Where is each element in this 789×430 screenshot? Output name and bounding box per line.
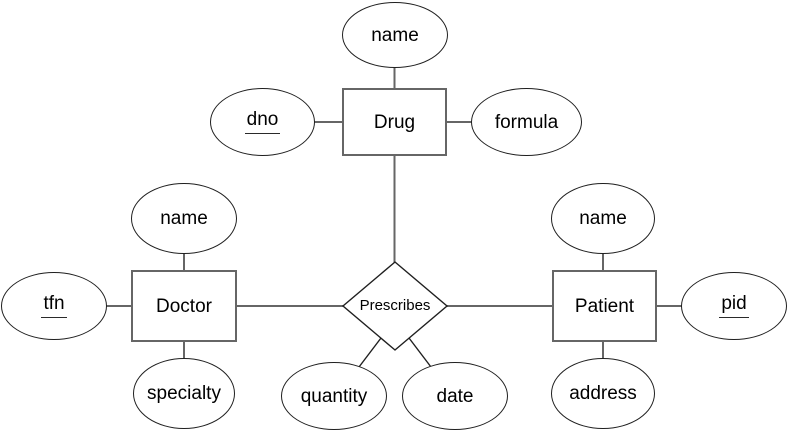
attribute-label: quantity bbox=[300, 385, 368, 407]
attribute-label: address bbox=[569, 383, 637, 404]
attribute-ellipse-patient-name: name bbox=[551, 183, 655, 254]
entity-label: Drug bbox=[373, 111, 416, 133]
key-attribute-label: pid bbox=[719, 294, 749, 318]
attribute-label: name bbox=[160, 208, 208, 229]
relationship-prescribes-label: Prescribes bbox=[359, 297, 431, 314]
attribute-ellipse-formula: formula bbox=[471, 88, 582, 156]
attribute-label: date bbox=[436, 385, 474, 407]
attribute-ellipse-dno: dno bbox=[210, 88, 315, 156]
line-prescribes-quantity bbox=[358, 337, 382, 368]
key-attribute-label: dno bbox=[244, 110, 281, 134]
entity-label: Doctor bbox=[156, 295, 212, 317]
attribute-ellipse-specialty: specialty bbox=[133, 358, 235, 429]
attribute-ellipse-drug-name: name bbox=[342, 2, 448, 68]
attribute-label: name bbox=[371, 24, 419, 46]
attribute-ellipse-pid: pid bbox=[681, 272, 787, 340]
attribute-label: specialty bbox=[147, 383, 221, 404]
entity-label: Patient bbox=[574, 295, 635, 317]
entity-doctor: Doctor bbox=[131, 270, 237, 342]
line-prescribes-date bbox=[408, 337, 432, 368]
attribute-ellipse-doctor-name: name bbox=[131, 183, 237, 254]
key-attribute-label: tfn bbox=[41, 294, 67, 318]
attribute-ellipse-tfn: tfn bbox=[1, 272, 107, 340]
entity-patient: Patient bbox=[552, 270, 657, 342]
attribute-ellipse-quantity: quantity bbox=[281, 362, 387, 430]
prescribes-diamond bbox=[341, 261, 449, 351]
attribute-ellipse-address: address bbox=[551, 358, 655, 429]
relationship-attribute-connectors bbox=[358, 337, 432, 368]
attribute-ellipse-date: date bbox=[402, 362, 508, 430]
attribute-connectors bbox=[105, 67, 683, 360]
attribute-label: name bbox=[579, 208, 627, 229]
entity-drug: Drug bbox=[342, 88, 447, 156]
attribute-label: formula bbox=[494, 111, 559, 133]
